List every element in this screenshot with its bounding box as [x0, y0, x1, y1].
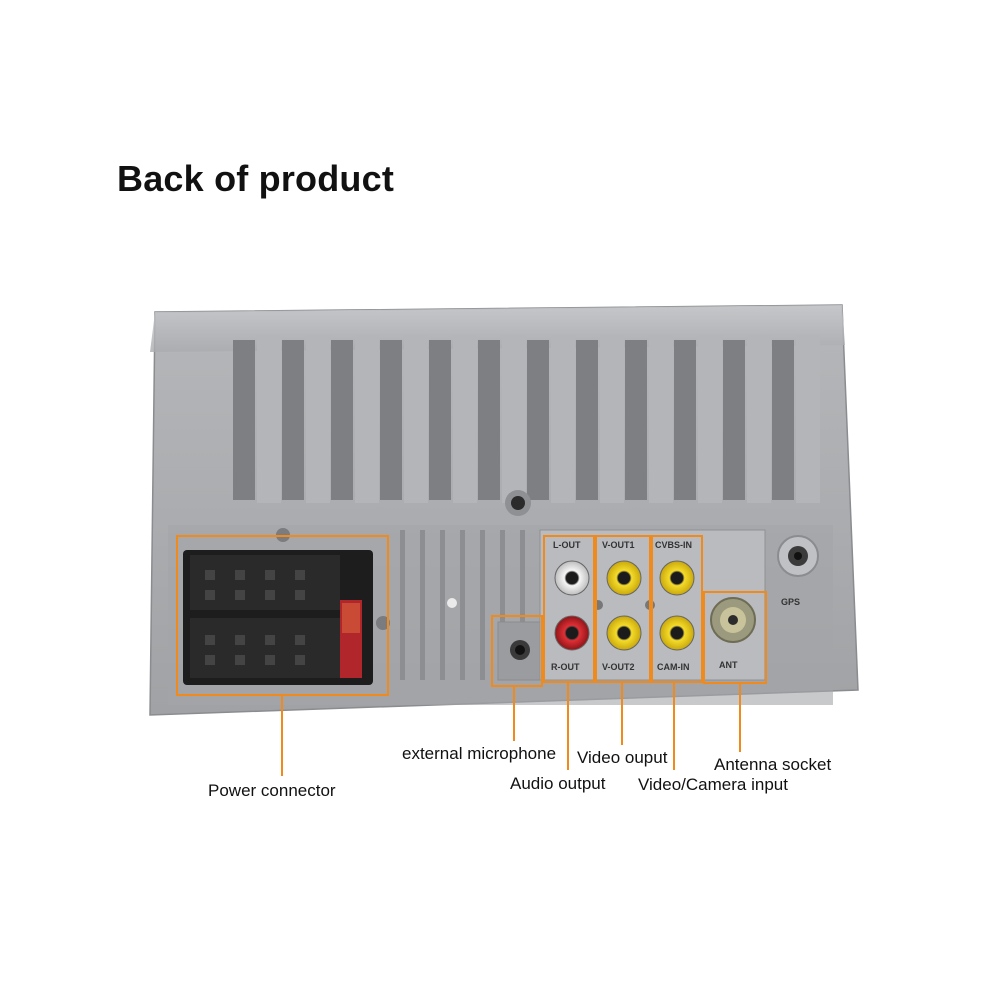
- heatsink-slot: [723, 340, 745, 500]
- marking-l-out: L-OUT: [553, 540, 581, 550]
- heatsink-slot: [380, 340, 402, 500]
- marking-gps: GPS: [781, 597, 800, 607]
- heatsink-slot: [772, 340, 794, 500]
- heatsink-fin: [257, 335, 281, 503]
- antenna-socket: [710, 597, 756, 643]
- callout-box-antenna: [703, 591, 767, 684]
- heatsink-fin: [306, 335, 330, 503]
- heatsink-fin: [747, 335, 771, 503]
- audio-output-jacks: [554, 560, 590, 651]
- marking-ant: ANT: [719, 660, 738, 670]
- heatsink-fin: [404, 335, 428, 503]
- camera-input-jacks: [659, 560, 695, 651]
- marking-r-out: R-OUT: [551, 662, 580, 672]
- heatsink-fin: [600, 335, 624, 503]
- callout-lines: [281, 682, 741, 776]
- heatsink-fin: [649, 335, 673, 503]
- heatsink-fin: [453, 335, 477, 503]
- heatsink-slot: [282, 340, 304, 500]
- label-video-output: Video ouput: [577, 748, 668, 767]
- callout-box-camera-in: [651, 535, 703, 683]
- vent-grooves: [400, 530, 525, 680]
- marking-cvbs-in: CVBS-IN: [655, 540, 692, 550]
- heatsink-slot: [331, 340, 353, 500]
- marking-v-out-top: V-OUT1: [602, 540, 635, 550]
- video-output-jacks: [606, 560, 642, 651]
- heatsink-slot: [478, 340, 500, 500]
- screw-hole-center: [505, 490, 531, 516]
- label-power-connector: Power connector: [208, 781, 336, 800]
- gps-socket: [777, 535, 819, 577]
- heatsink-fins: [233, 335, 820, 503]
- heatsink-slot: [576, 340, 598, 500]
- label-audio-output: Audio output: [510, 774, 606, 793]
- heatsink-slot: [625, 340, 647, 500]
- heatsink-fin: [502, 335, 526, 503]
- heatsink-slot: [233, 340, 255, 500]
- marking-v-out-bottom: V-OUT2: [602, 662, 635, 672]
- callout-box-microphone: [491, 615, 543, 687]
- page-title: Back of product: [117, 158, 395, 199]
- label-antenna-socket: Antenna socket: [714, 755, 832, 774]
- heatsink-fin: [698, 335, 722, 503]
- heatsink-fin: [551, 335, 575, 503]
- heatsink-fin: [355, 335, 379, 503]
- microphone-jack: [497, 621, 541, 681]
- heatsink-fin: [796, 335, 820, 503]
- heatsink-slot: [527, 340, 549, 500]
- label-external-microphone: external microphone: [402, 744, 557, 763]
- power-connector: [183, 528, 390, 685]
- marking-cam-in: CAM-IN: [657, 662, 690, 672]
- heatsink-slot: [674, 340, 696, 500]
- heatsink-slot: [429, 340, 451, 500]
- label-video-camera-input: Video/Camera input: [638, 775, 788, 794]
